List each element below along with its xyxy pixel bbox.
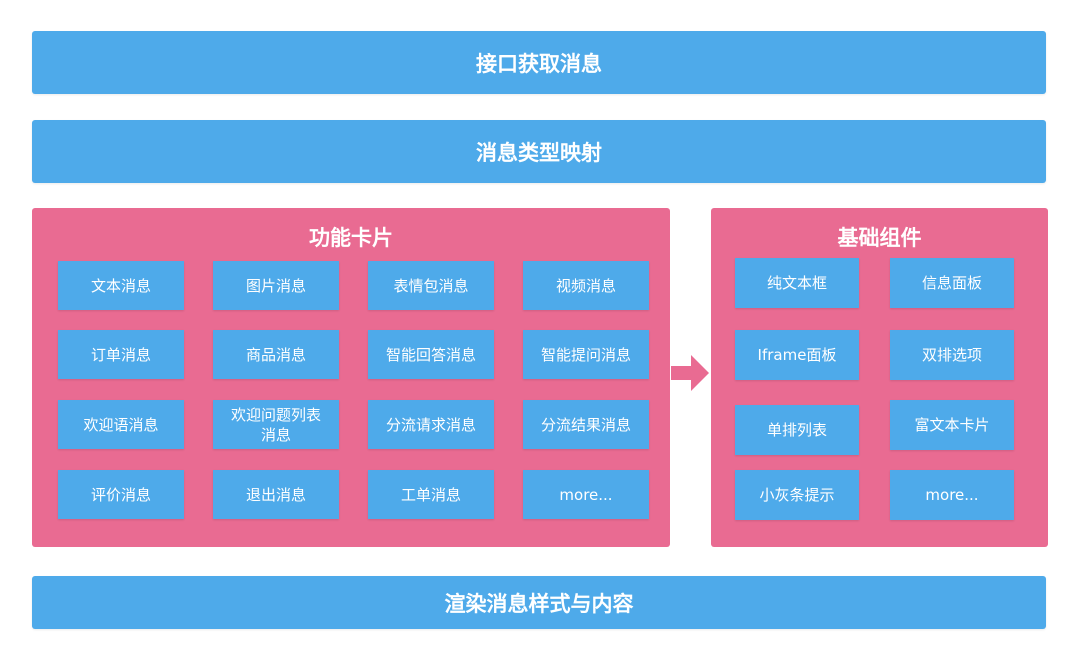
func-card-text-message: 文本消息 bbox=[58, 261, 184, 310]
fetch-messages-bar: 接口获取消息 bbox=[32, 31, 1046, 94]
base-plain-text-box: 纯文本框 bbox=[735, 258, 859, 308]
function-cards-title: 功能卡片 bbox=[309, 226, 393, 250]
func-card-welcome-question-list-message: 欢迎问题列表 消息 bbox=[213, 400, 339, 449]
func-card-ticket-message: 工单消息 bbox=[368, 470, 494, 519]
render-style-content-bar: 渲染消息样式与内容 bbox=[32, 576, 1046, 629]
arrow-right-icon bbox=[671, 355, 709, 391]
func-card-routing-result-message: 分流结果消息 bbox=[523, 400, 649, 449]
func-card-sticker-message: 表情包消息 bbox=[368, 261, 494, 310]
base-components-panel: 基础组件 纯文本框 信息面板 Iframe面板 双排选项 单排列表 富文本卡片 … bbox=[711, 208, 1048, 547]
func-card-exit-message: 退出消息 bbox=[213, 470, 339, 519]
message-type-mapping-bar: 消息类型映射 bbox=[32, 120, 1046, 183]
base-more: more... bbox=[890, 470, 1014, 520]
base-rich-text-card: 富文本卡片 bbox=[890, 400, 1014, 450]
func-card-video-message: 视频消息 bbox=[523, 261, 649, 310]
base-single-row-list: 单排列表 bbox=[735, 405, 859, 455]
base-gray-tip-bar: 小灰条提示 bbox=[735, 470, 859, 520]
func-card-image-message: 图片消息 bbox=[213, 261, 339, 310]
func-card-smart-question-message: 智能提问消息 bbox=[523, 330, 649, 379]
func-card-smart-answer-message: 智能回答消息 bbox=[368, 330, 494, 379]
base-double-row-options: 双排选项 bbox=[890, 330, 1014, 380]
base-info-panel: 信息面板 bbox=[890, 258, 1014, 308]
function-cards-panel: 功能卡片 文本消息 图片消息 表情包消息 视频消息 订单消息 商品消息 智能回答… bbox=[32, 208, 670, 547]
func-card-order-message: 订单消息 bbox=[58, 330, 184, 379]
func-card-rating-message: 评价消息 bbox=[58, 470, 184, 519]
func-card-welcome-message: 欢迎语消息 bbox=[58, 400, 184, 449]
func-card-more: more... bbox=[523, 470, 649, 519]
base-components-title: 基础组件 bbox=[837, 226, 922, 250]
func-card-product-message: 商品消息 bbox=[213, 330, 339, 379]
base-iframe-panel: Iframe面板 bbox=[735, 330, 859, 380]
func-card-routing-request-message: 分流请求消息 bbox=[368, 400, 494, 449]
